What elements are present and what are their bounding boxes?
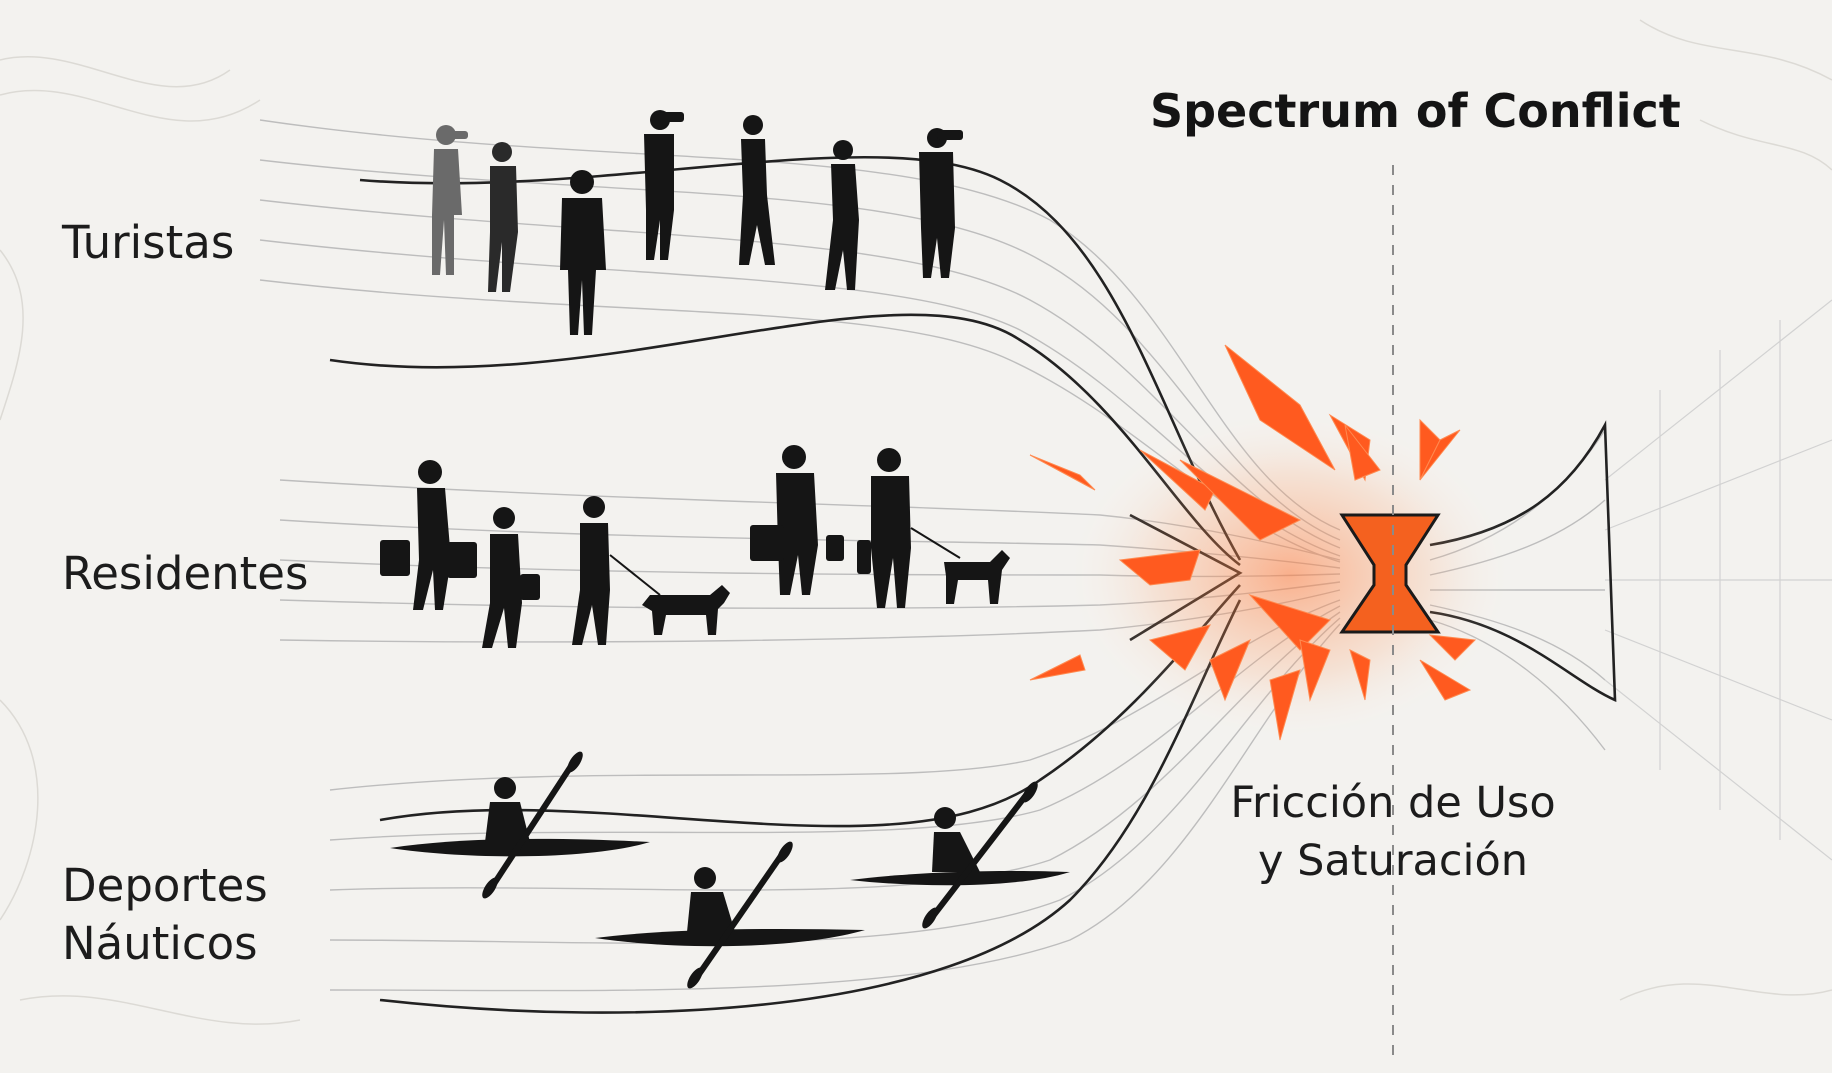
outcome-label: Fricción de Uso y Saturación	[1183, 774, 1603, 890]
kayaker-silhouette-icon	[390, 751, 650, 899]
tourist-silhouette-icon	[488, 142, 518, 292]
diagram-title: Spectrum of Conflict	[1150, 84, 1681, 138]
kayaker-silhouette-icon	[595, 841, 865, 989]
tourist-silhouette-icon	[825, 140, 859, 290]
tourist-silhouette-icon	[919, 128, 963, 278]
perspective-grid	[1604, 299, 1832, 861]
outcome-line2: y Saturación	[1257, 836, 1529, 886]
tourist-silhouette-icon	[560, 170, 606, 335]
tourists-group	[432, 110, 963, 335]
dog-silhouette-icon	[944, 550, 1010, 604]
outcome-line1: Fricción de Uso	[1230, 778, 1556, 828]
resident-silhouette-icon	[380, 460, 477, 610]
label-water-sports: Deportes Náuticos	[62, 857, 268, 973]
label-water-sports-line1: Deportes	[62, 859, 268, 912]
resident-silhouette-icon	[572, 496, 661, 645]
tourist-silhouette-icon	[644, 110, 684, 260]
label-tourists: Turistas	[62, 216, 235, 269]
shard-burst-icon	[1029, 344, 1477, 741]
resident-silhouette-icon	[750, 445, 844, 595]
dog-silhouette-icon	[642, 585, 730, 635]
water-sports-group	[390, 751, 1070, 989]
topographic-background	[0, 19, 1832, 1025]
kayaker-silhouette-icon	[850, 781, 1070, 929]
resident-silhouette-icon	[857, 448, 961, 608]
label-residents: Residentes	[62, 547, 309, 600]
tourist-silhouette-icon	[739, 115, 775, 265]
residents-group	[380, 445, 1010, 648]
resident-silhouette-icon	[482, 507, 540, 648]
tourist-silhouette-icon	[432, 125, 468, 275]
label-water-sports-line2: Náuticos	[62, 917, 258, 970]
hourglass-bottleneck-icon	[1339, 513, 1441, 634]
